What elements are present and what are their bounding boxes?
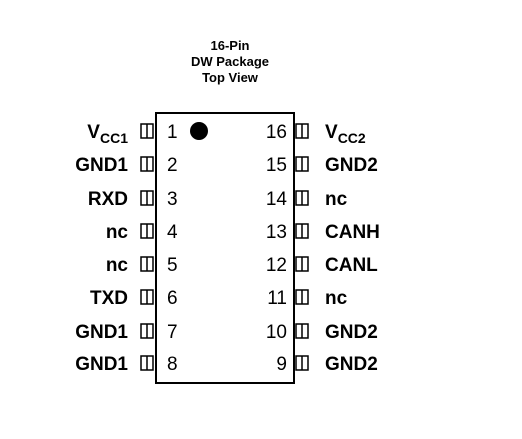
left-pin-3-label: RXD — [88, 189, 128, 210]
right-pin-number-12: 12 — [266, 255, 287, 276]
right-pin-14-label: nc — [325, 189, 348, 210]
left-pin-number-4: 4 — [167, 222, 178, 243]
left-pin-number-1: 1 — [167, 122, 178, 143]
left-pin-number-2: 2 — [167, 155, 178, 176]
left-pin-number-5: 5 — [167, 255, 178, 276]
right-pin-number-9: 9 — [276, 354, 287, 375]
right-pin-number-16: 16 — [266, 122, 287, 143]
left-pin-number-7: 7 — [167, 322, 178, 343]
right-pin-11-label: nc — [325, 288, 348, 309]
left-pin-2-label: GND1 — [75, 155, 128, 176]
left-pin-5-label: nc — [106, 255, 129, 276]
left-pin-4-label: nc — [106, 222, 129, 243]
right-pin-number-15: 15 — [266, 155, 287, 176]
pin1-indicator-dot — [190, 122, 208, 140]
left-pin-number-3: 3 — [167, 189, 178, 210]
package-header: 16-Pin DW Package Top View — [150, 38, 310, 86]
header-pin-count: 16-Pin — [210, 38, 250, 53]
left-pin-number-6: 6 — [167, 288, 178, 309]
right-pin-number-11: 11 — [267, 288, 287, 309]
left-pin-1-label: VCC1 — [87, 122, 128, 146]
right-pin-16-label: VCC2 — [325, 122, 366, 146]
right-pin-number-10: 10 — [266, 322, 287, 343]
right-pin-9-label: GND2 — [325, 354, 378, 375]
right-pin-number-13: 13 — [266, 222, 287, 243]
right-pin-15-label: GND2 — [325, 155, 378, 176]
header-package: DW Package — [190, 54, 270, 69]
right-pin-12-label: CANL — [325, 255, 378, 276]
right-pin-13-label: CANH — [325, 222, 380, 243]
left-pin-8-label: GND1 — [75, 354, 128, 375]
left-pin-6-label: TXD — [90, 288, 128, 309]
chip-body — [155, 112, 295, 384]
left-pin-number-8: 8 — [167, 354, 178, 375]
header-view: Top View — [202, 70, 258, 85]
left-pin-7-label: GND1 — [75, 322, 128, 343]
right-pin-10-label: GND2 — [325, 322, 378, 343]
right-pin-column: VCC216GND215nc14CANH13CANL12nc11GND210GN… — [266, 122, 380, 375]
right-pin-number-14: 14 — [266, 189, 288, 210]
